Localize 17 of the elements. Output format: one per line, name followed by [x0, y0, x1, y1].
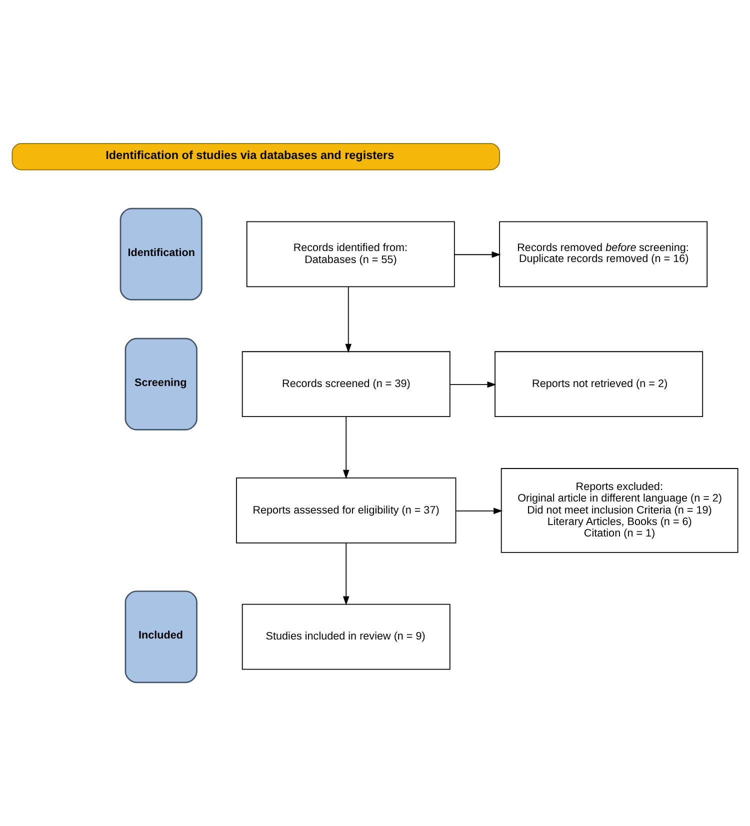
- arrow: [342, 416, 350, 479]
- node-box: Records identified from: Databases (n = 55): [246, 221, 455, 288]
- node-box: Included: [124, 590, 198, 684]
- node-box: Records removed before screening: Duplicate records removed (n = 16): [499, 221, 708, 288]
- node-box: Screening: [124, 338, 198, 430]
- node-box: Records screened (n = 39): [242, 351, 450, 418]
- node-box: Reports excluded: Original article in different language (n = 2) Did not meet inclusion Criteria (n = 19) Literary Articles, Books (n = 6) Citation (n = 1): [500, 468, 738, 553]
- arrow: [450, 381, 496, 388]
- node-box: Reports not retrieved (n = 2): [494, 351, 704, 418]
- arrow: [342, 542, 350, 606]
- node-box: Reports assessed for eligibility (n = 37): [236, 478, 456, 544]
- arrow: [345, 286, 352, 353]
- node-box: Studies included in review (n = 9): [242, 604, 450, 670]
- node-box: Identification of studies via databases and registers: [12, 143, 500, 170]
- arrow: [456, 508, 503, 514]
- node-box: Identification: [120, 208, 202, 300]
- arrow: [454, 251, 501, 258]
